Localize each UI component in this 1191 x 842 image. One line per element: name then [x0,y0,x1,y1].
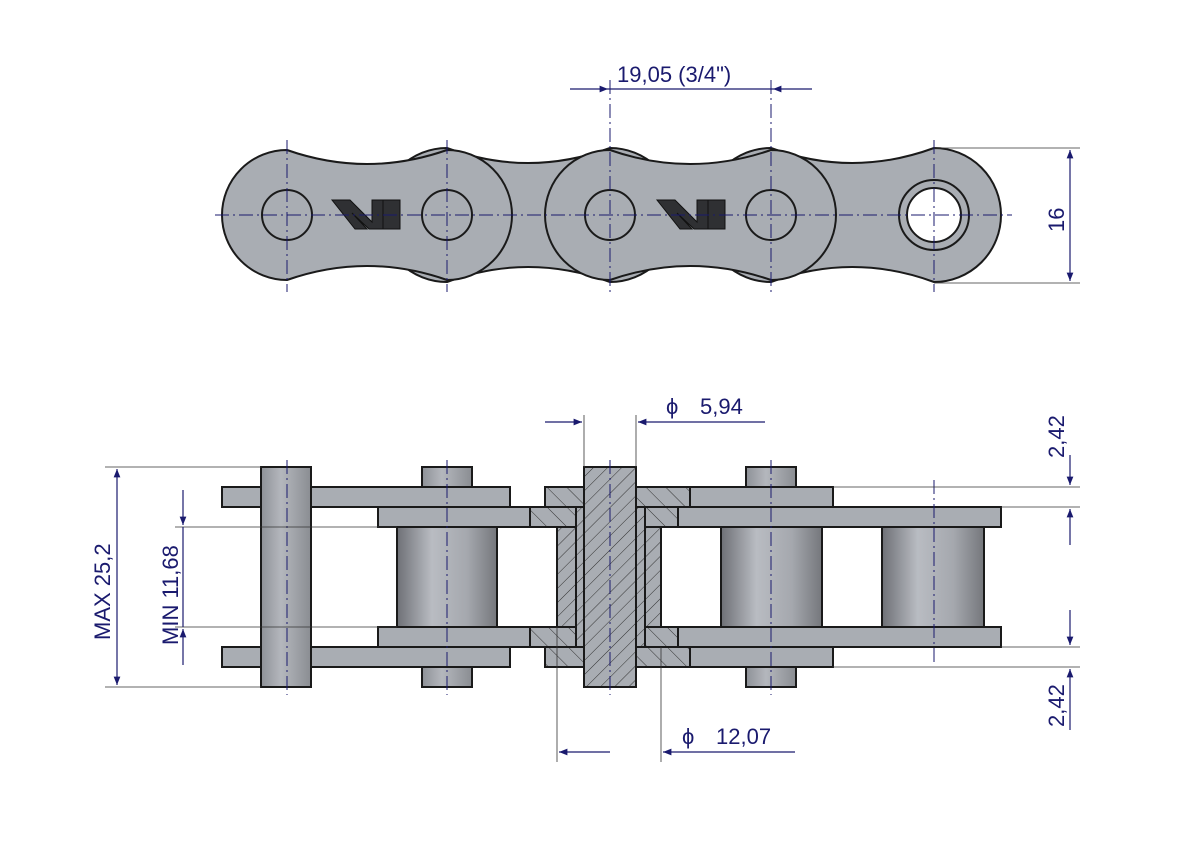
centerlines [215,80,1012,292]
plate-height-dimension: 16 [934,147,1080,284]
plate-thickness-dimension: 2,42 2,42 [833,415,1080,730]
plate-height-label: 16 [1044,208,1069,232]
roller-diameter-dimension: ϕ 12,07 [556,627,795,762]
max-width-dimension: MAX 25,2 [90,466,261,688]
rollers [396,526,985,628]
sectioned-link [529,466,691,688]
roller-diameter-symbol: ϕ [682,724,694,749]
min-inner-width-dimension: MIN 11,68 [158,490,397,665]
plate-thickness-top-label: 2,42 [1044,415,1069,458]
pitch-dimension: 19,05 (3/4") [570,62,812,93]
side-view: ϕ 5,94 ϕ 12,07 2,42 2,42 MAX 25,2 [90,394,1080,762]
side-centerlines [286,460,935,695]
max-width-label: MAX 25,2 [90,543,115,640]
top-view: 19,05 (3/4") 16 [215,62,1080,292]
inner-plates [377,506,1002,648]
pin-diameter-label: 5,94 [700,394,743,419]
pin-diameter-symbol: ϕ [666,394,678,419]
plate-thickness-bottom-label: 2,42 [1044,684,1069,727]
min-inner-width-label: MIN 11,68 [158,545,183,645]
roller-diameter-label: 12,07 [716,724,771,749]
pitch-label: 19,05 (3/4") [617,62,731,87]
pin-diameter-dimension: ϕ 5,94 [545,394,765,467]
pins [221,466,797,688]
